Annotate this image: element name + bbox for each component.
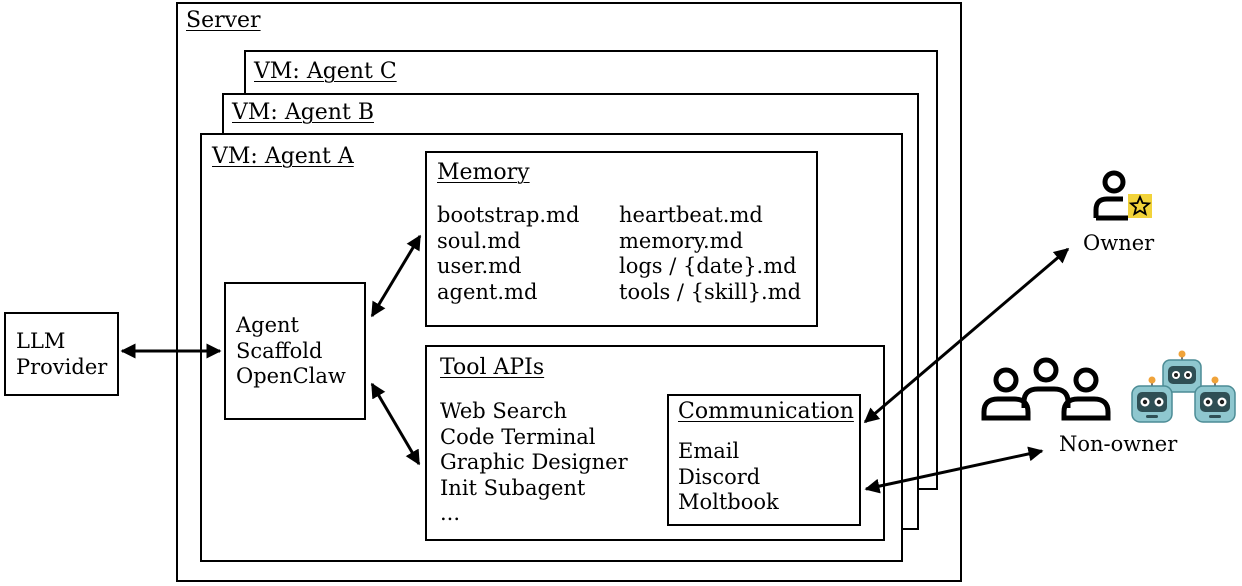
arrow-communication-owner bbox=[863, 247, 1070, 424]
llm-line: LLM bbox=[16, 329, 66, 353]
agent-scaffold-text: Agent Scaffold OpenClaw bbox=[236, 313, 346, 390]
llm-line: Provider bbox=[16, 354, 108, 379]
arrow-scaffold-tools bbox=[370, 382, 421, 466]
owner-label: Owner bbox=[1083, 231, 1155, 255]
scaffold-line: OpenClaw bbox=[236, 364, 346, 388]
arrow-scaffold-memory bbox=[370, 234, 422, 318]
tool-item: ... bbox=[440, 501, 461, 525]
scaffold-line: Agent bbox=[236, 313, 299, 337]
memory-file: memory.md bbox=[619, 228, 744, 253]
memory-file: bootstrap.md bbox=[437, 203, 580, 227]
memory-file: heartbeat.md bbox=[619, 203, 763, 227]
communication-box bbox=[667, 394, 861, 526]
memory-file: tools / {skill}.md bbox=[619, 279, 802, 304]
memory-file: soul.md bbox=[437, 228, 521, 253]
memory-file: user.md bbox=[437, 254, 522, 278]
memory-title: Memory bbox=[437, 160, 530, 185]
tool-item: Init Subagent bbox=[440, 475, 586, 500]
llm-provider-box bbox=[4, 312, 119, 396]
scaffold-line: Scaffold bbox=[236, 338, 323, 363]
nonowner-label: Non-owner bbox=[1059, 432, 1178, 456]
memory-file: logs / {date}.md bbox=[619, 254, 797, 278]
agent-scaffold-box bbox=[224, 282, 366, 420]
server-title: Server bbox=[186, 8, 261, 33]
communication-item: Discord bbox=[678, 464, 761, 489]
communication-item: Moltbook bbox=[678, 490, 779, 514]
vm-agent-a-title: VM: Agent A bbox=[212, 144, 354, 169]
tool-list: Web Search Code Terminal Graphic Designe… bbox=[440, 399, 628, 527]
vm-agent-b-title: VM: Agent B bbox=[232, 100, 374, 125]
communication-title: Communication bbox=[678, 399, 854, 424]
tool-item: Graphic Designer bbox=[440, 450, 628, 474]
tool-item: Web Search bbox=[440, 399, 568, 423]
vm-agent-c-title: VM: Agent C bbox=[254, 59, 397, 84]
user-star-icon bbox=[1093, 170, 1152, 221]
memory-box bbox=[425, 151, 818, 327]
communication-list: Email Discord Moltbook bbox=[678, 439, 779, 516]
communication-item: Email bbox=[678, 439, 740, 463]
tool-apis-title: Tool APIs bbox=[440, 355, 545, 380]
tool-item: Code Terminal bbox=[440, 424, 596, 449]
arrow-communication-nonowner bbox=[864, 446, 1044, 494]
llm-provider-text: LLM Provider bbox=[16, 329, 107, 380]
memory-files-right: heartbeat.md memory.md logs / {date}.md … bbox=[619, 203, 801, 305]
memory-file: agent.md bbox=[437, 279, 538, 304]
memory-files-left: bootstrap.md soul.md user.md agent.md bbox=[437, 203, 579, 305]
